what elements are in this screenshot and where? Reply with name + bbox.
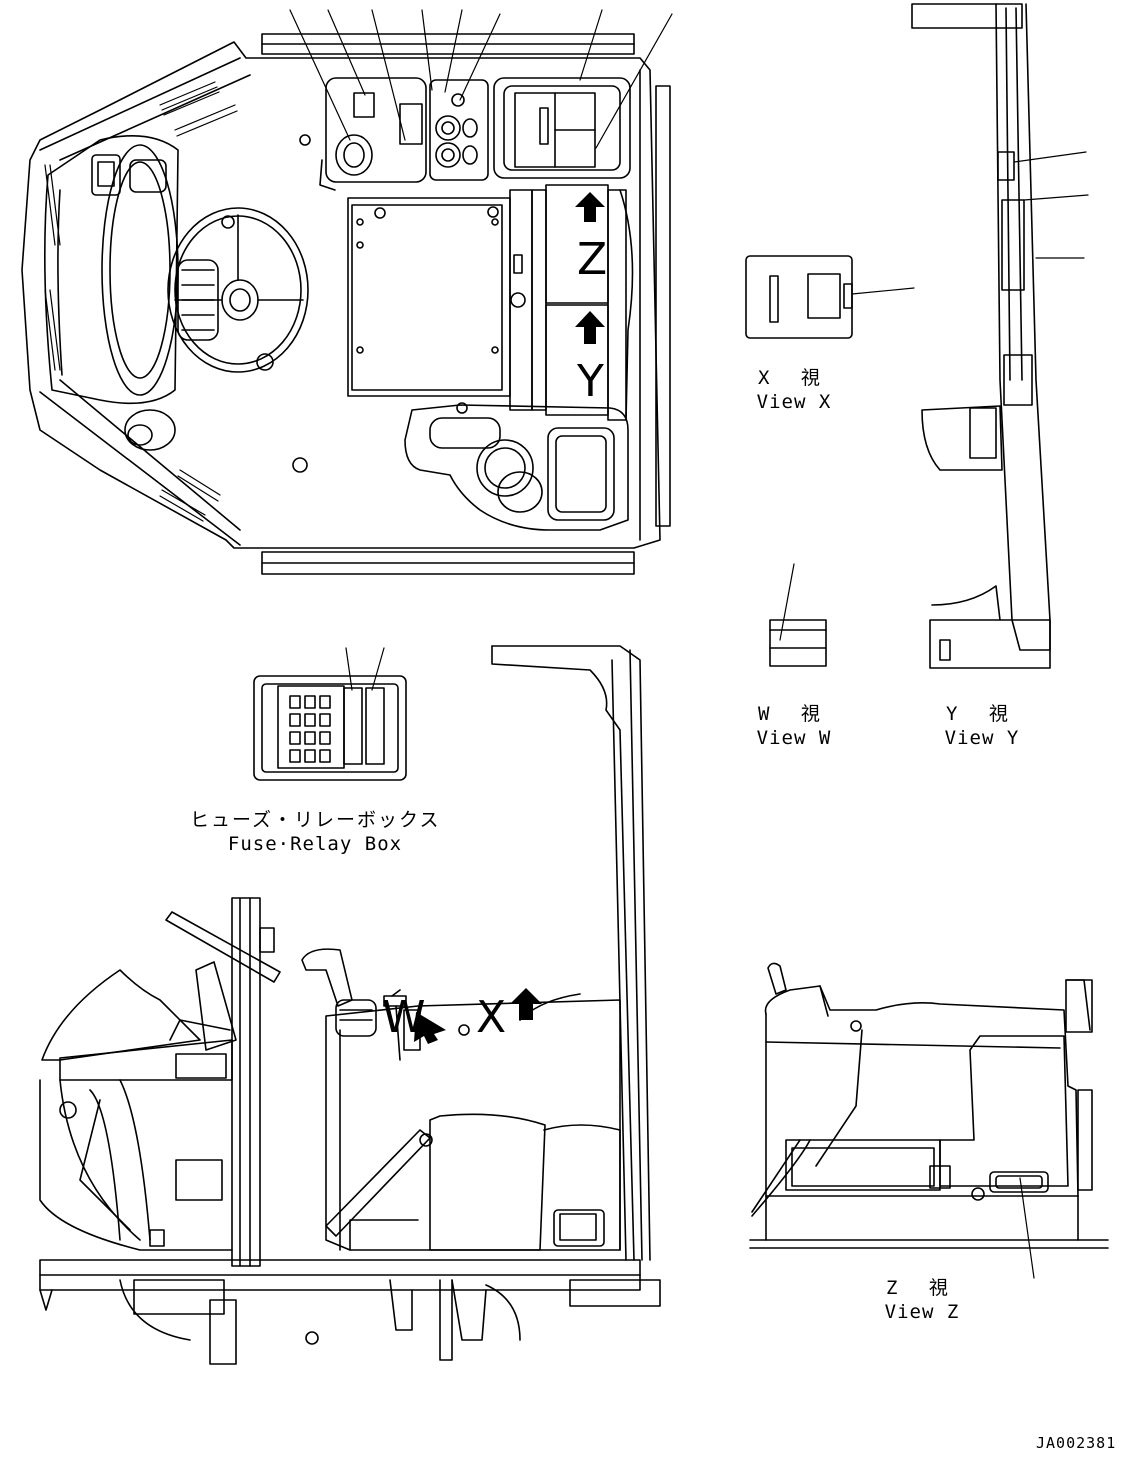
view-y-drawing	[911, 3, 1089, 669]
fuse-relay-box-label-jp: ヒューズ・リレーボックス	[190, 809, 441, 831]
fuse-relay-box-label: ヒューズ・リレーボックス Fuse·Relay Box	[190, 808, 440, 856]
side-view	[39, 645, 661, 1365]
arrow-x	[510, 988, 542, 1020]
view-x-drawing	[745, 255, 915, 339]
arrow-label-y: Y	[577, 356, 604, 407]
view-z-drawing	[749, 962, 1109, 1279]
arrow-label-x: X	[476, 992, 507, 1043]
view-y-label-jp: Y 視	[946, 703, 1018, 725]
arrow-z	[575, 192, 605, 222]
view-w-label: W 視 View W	[742, 702, 846, 750]
view-w-label-jp: W 視	[758, 703, 830, 725]
view-z-label-jp: Z 視	[886, 1277, 958, 1299]
arrow-label-w: W	[382, 992, 426, 1043]
top-view	[21, 9, 673, 575]
arrow-label-z: Z	[577, 234, 608, 285]
view-y-label-en: View Y	[944, 727, 1020, 749]
arrow-y	[575, 311, 605, 344]
fuse-relay-box-drawing	[253, 647, 407, 781]
view-y-label: Y 視 View Y	[930, 702, 1034, 750]
arrow-w	[414, 1012, 446, 1044]
fuse-relay-box-label-en: Fuse·Relay Box	[227, 833, 403, 855]
view-z-label: Z 視 View Z	[870, 1276, 974, 1324]
view-w-drawing	[769, 563, 827, 667]
view-w-label-en: View W	[756, 727, 832, 749]
view-z-label-en: View Z	[884, 1301, 960, 1323]
view-x-label: X 視 View X	[742, 366, 846, 414]
drawing-code: JA002381	[1036, 1434, 1117, 1452]
view-x-label-en: View X	[756, 391, 832, 413]
view-x-label-jp: X 視	[758, 367, 830, 389]
